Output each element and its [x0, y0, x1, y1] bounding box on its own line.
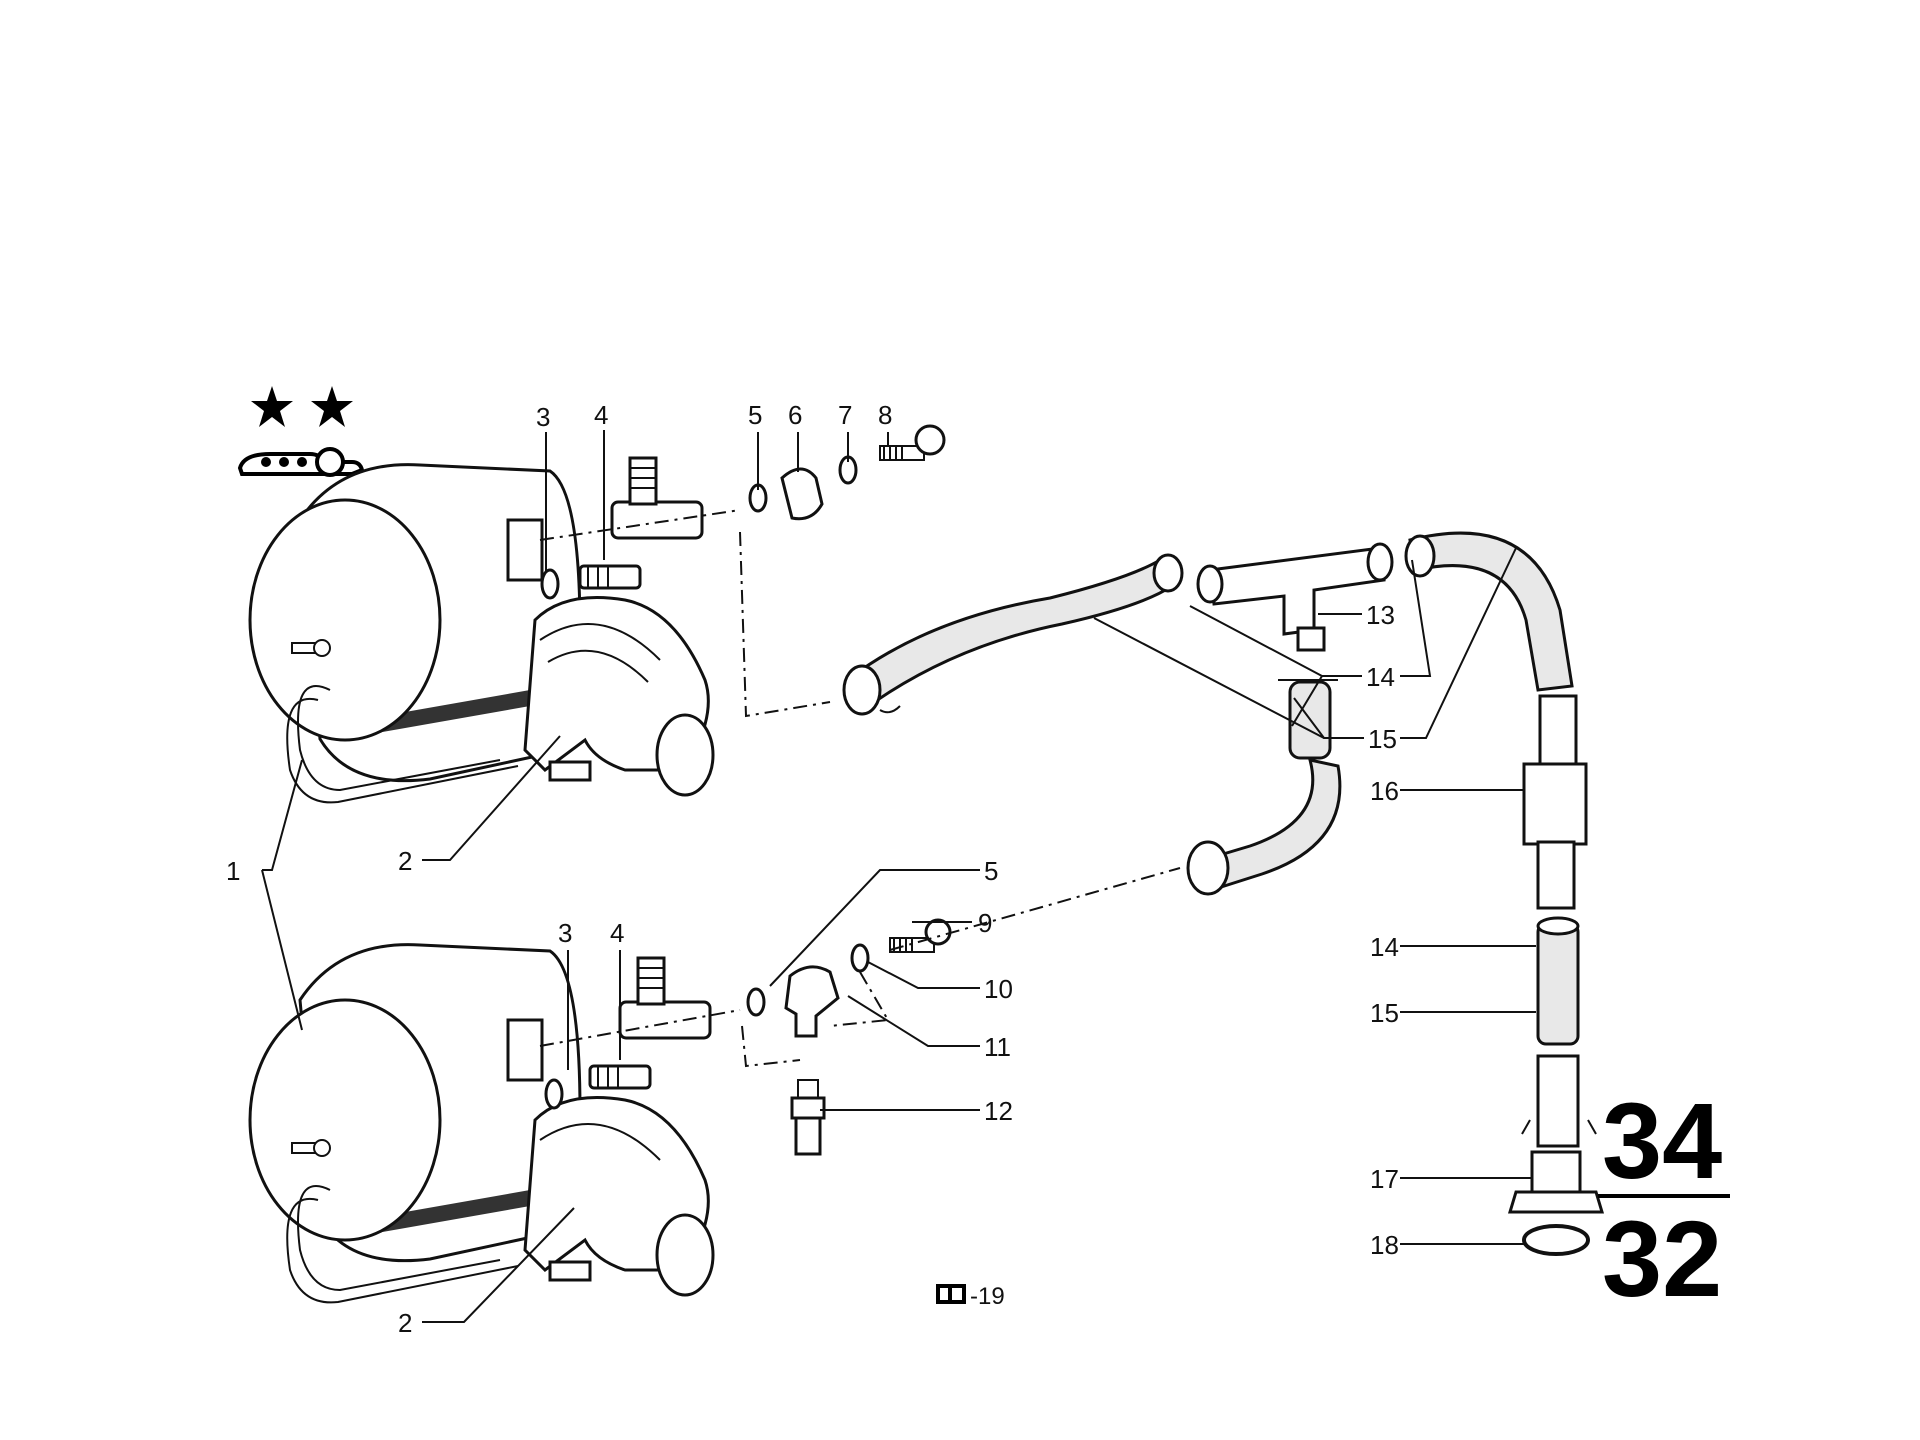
bolt-8	[879, 424, 946, 461]
vacuum-hose-upper	[842, 553, 1184, 716]
callout-8: 8	[878, 400, 892, 430]
callout-17: 17	[1370, 1164, 1399, 1194]
callout-5-upper: 5	[748, 400, 762, 430]
callout-13: 13	[1366, 600, 1395, 630]
model-symbols	[237, 386, 365, 477]
brake-booster-lower	[248, 943, 715, 1304]
callout-2-upper: 2	[398, 846, 412, 876]
washer-10	[850, 943, 870, 973]
callout-18: 18	[1370, 1230, 1399, 1260]
callout-5-lower: 5	[984, 856, 998, 886]
callout-3-upper: 3	[536, 402, 550, 432]
group-number: 34 32	[1598, 1080, 1730, 1319]
reference-text: -19	[970, 1283, 1005, 1310]
callout-16: 16	[1370, 776, 1399, 806]
washer-5-lower	[746, 987, 766, 1017]
connector-hose-mid	[1186, 679, 1342, 896]
callout-4-upper: 4	[594, 400, 608, 430]
reference-marker: -19	[936, 1283, 1005, 1310]
callout-3-lower: 3	[558, 918, 572, 948]
lower-fittings	[746, 918, 952, 1156]
t-fitting-11	[784, 965, 840, 1038]
star-icon	[311, 386, 353, 427]
callout-15-upper: 15	[1368, 724, 1397, 754]
callout-7: 7	[838, 400, 852, 430]
elbow-hose-upper	[1404, 531, 1574, 692]
banjo-6	[780, 467, 824, 521]
sensor-12	[790, 1079, 826, 1156]
callout-12: 12	[984, 1096, 1013, 1126]
callout-6: 6	[788, 400, 802, 430]
callout-2-lower: 2	[398, 1308, 412, 1338]
callout-1: 1	[226, 856, 240, 886]
callout-15-lower: 15	[1370, 998, 1399, 1028]
callouts: 1 2 2 3 3 4 4 5 5 6 7 8 9 10 11 12 13 14…	[226, 400, 1399, 1338]
callout-4-lower: 4	[610, 918, 624, 948]
callout-14-lower: 14	[1370, 932, 1399, 962]
right-column-parts	[1507, 694, 1605, 1256]
callout-10: 10	[984, 974, 1013, 1004]
t-piece-13	[1196, 542, 1394, 652]
leader-lines	[261, 430, 1536, 1323]
group-number-sub: 32	[1602, 1198, 1722, 1319]
group-number-main: 34	[1602, 1080, 1722, 1201]
star-icon	[251, 386, 293, 427]
callout-9: 9	[978, 908, 992, 938]
assembly-lines	[539, 509, 1181, 1068]
callout-11: 11	[984, 1032, 1011, 1062]
callout-14-upper: 14	[1366, 662, 1395, 692]
engine-type-icon	[237, 447, 365, 477]
brake-booster-upper	[248, 456, 715, 804]
upper-fittings	[748, 424, 946, 521]
